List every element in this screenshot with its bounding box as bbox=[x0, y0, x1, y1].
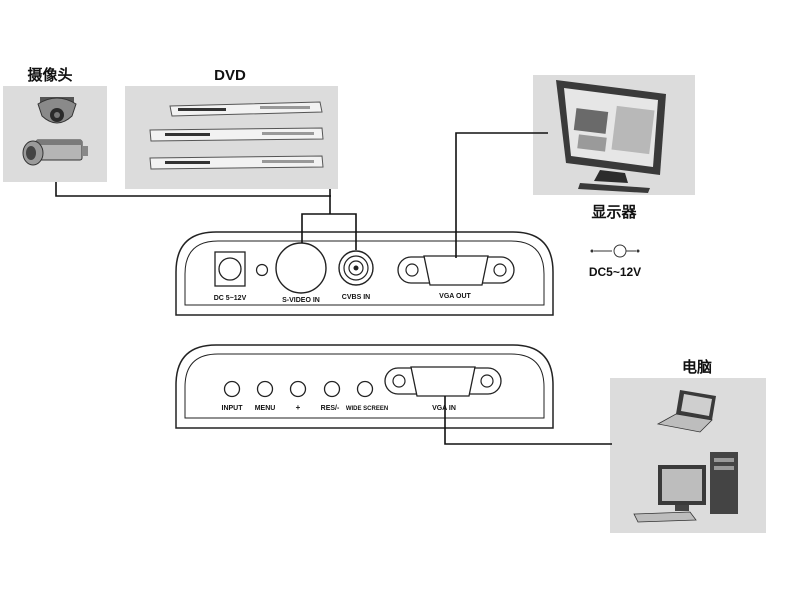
menu-button-label: MENU bbox=[255, 405, 276, 412]
camera-label: 摄像头 bbox=[27, 66, 72, 84]
dc-power-symbol-icon bbox=[590, 244, 640, 258]
wide-screen-button[interactable] bbox=[356, 380, 374, 398]
front-panel: INPUT MENU + RES/- WIDE SCREEN VGA IN bbox=[175, 344, 554, 429]
dvd-player-icon bbox=[169, 101, 323, 117]
dvd-player-icon bbox=[149, 155, 324, 170]
svideo-port bbox=[275, 242, 327, 294]
input-button-label: INPUT bbox=[222, 405, 244, 412]
bullet-camera-icon bbox=[22, 139, 88, 166]
computer-label: 电脑 bbox=[682, 358, 712, 376]
desktop-pc-icon bbox=[633, 452, 738, 523]
lcd-monitor-icon bbox=[556, 80, 666, 193]
monitor-power-label: DC5~12V bbox=[589, 265, 641, 279]
dome-camera-icon bbox=[37, 97, 77, 124]
camera-wire bbox=[55, 182, 331, 197]
menu-button[interactable] bbox=[256, 380, 274, 398]
wide-screen-button-label: WIDE SCREEN bbox=[346, 406, 388, 412]
source-input-wire bbox=[301, 213, 357, 250]
back-panel: DC 5~12V S-VIDEO IN CVBS IN VGA OUT bbox=[175, 231, 554, 316]
vga-out-port bbox=[397, 255, 515, 286]
dc-jack-label: DC 5~12V bbox=[214, 295, 247, 302]
connection-wires bbox=[55, 132, 612, 445]
res-minus-button-label: RES/- bbox=[321, 405, 340, 412]
dvd-group: DVD bbox=[125, 67, 338, 189]
camera-group: 摄像头 bbox=[3, 66, 107, 182]
cvbs-port bbox=[338, 250, 374, 286]
vga-out-label: VGA OUT bbox=[439, 293, 471, 300]
vga-in-port bbox=[384, 366, 502, 397]
indicator-led bbox=[255, 263, 269, 277]
svideo-label: S-VIDEO IN bbox=[282, 297, 320, 304]
monitor-group: 显示器 DC5~12V bbox=[533, 75, 695, 279]
plus-button-label: + bbox=[296, 403, 301, 412]
dc-jack-port bbox=[214, 251, 246, 287]
monitor-label: 显示器 bbox=[591, 203, 637, 221]
dvd-label: DVD bbox=[214, 67, 246, 84]
dvd-player-icon bbox=[149, 127, 324, 142]
input-button[interactable] bbox=[223, 380, 241, 398]
computer-to-vga-in-wire bbox=[444, 396, 612, 445]
laptop-icon bbox=[656, 390, 716, 433]
vga-in-label: VGA IN bbox=[432, 405, 456, 412]
computer-group: 电脑 bbox=[610, 358, 766, 533]
cvbs-label: CVBS IN bbox=[342, 294, 370, 301]
vga-out-to-monitor-wire bbox=[455, 132, 548, 258]
res-minus-button[interactable] bbox=[323, 380, 341, 398]
plus-button[interactable] bbox=[289, 380, 307, 398]
